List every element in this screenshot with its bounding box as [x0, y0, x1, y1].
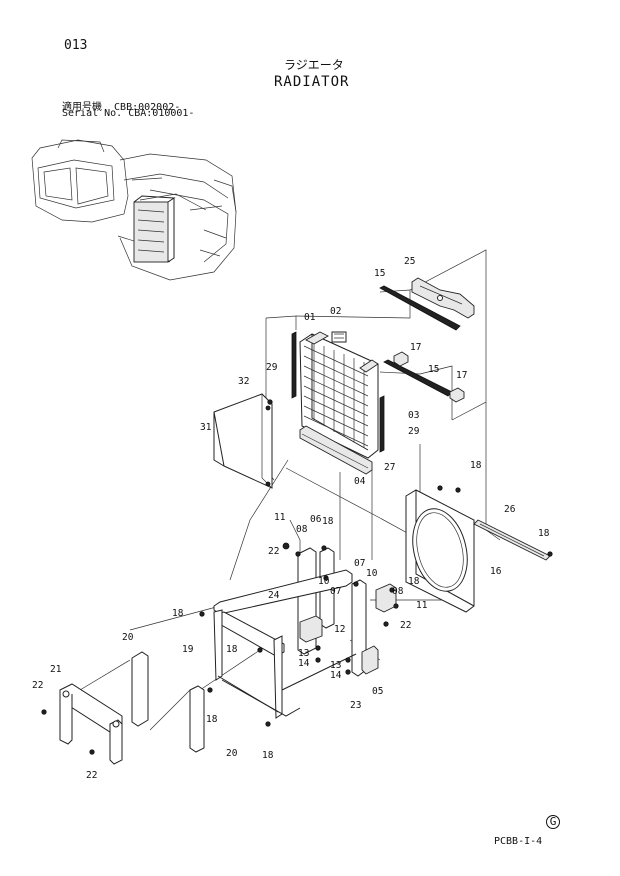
callout-05: 05	[372, 686, 383, 697]
side-cover-part-20-lower	[189, 685, 205, 753]
lower-seal-part-04	[299, 425, 373, 475]
cushion-part-17	[393, 351, 465, 403]
callout-22d: 22	[86, 770, 97, 781]
callout-10b: 10	[366, 568, 378, 579]
callout-01: 01	[304, 312, 316, 323]
callout-22b: 22	[400, 620, 411, 631]
cap-part-02	[331, 331, 347, 343]
serial-line-a: 適用号機 CBB:002002-	[62, 102, 181, 113]
callout-24: 24	[268, 590, 280, 601]
serial-line-b: Serial No. CBA:010001-	[62, 108, 195, 119]
callout-18e: 18	[172, 608, 184, 619]
callout-18f: 18	[226, 644, 238, 655]
callout-02: 02	[330, 306, 341, 317]
callout-11b: 11	[416, 600, 428, 611]
callout-07a: 07	[354, 558, 365, 569]
callout-18h: 18	[262, 750, 274, 761]
callout-18b: 18	[322, 516, 334, 527]
callout-14b: 14	[330, 670, 342, 681]
callout-29b: 29	[408, 426, 420, 437]
machine-location-thumbnail	[31, 139, 237, 281]
callout-17a: 17	[410, 342, 421, 353]
callout-07b: 07	[330, 586, 341, 597]
revision-symbol: G	[546, 815, 560, 829]
upper-bracket-part-25	[411, 277, 475, 319]
callout-29a: 29	[266, 362, 278, 373]
callout-numbers: 01 02 03 04 05 06 07 07 08 08 10 10 11 1…	[32, 256, 550, 781]
callout-14a: 14	[298, 658, 310, 669]
callout-10a: 10	[318, 576, 330, 587]
title-japanese: ラジエータ	[284, 58, 344, 72]
callout-13a: 13	[298, 648, 309, 659]
callout-13b: 13	[330, 660, 341, 671]
seal-part-26	[473, 519, 551, 561]
bracket-part-21	[59, 683, 123, 765]
callout-25: 25	[404, 256, 415, 267]
callout-15a: 15	[374, 268, 385, 279]
callout-17b: 17	[456, 370, 467, 381]
page-number: 013	[64, 38, 88, 53]
callout-04: 04	[354, 476, 366, 487]
callout-31: 31	[200, 422, 212, 433]
callout-23: 23	[350, 700, 361, 711]
side-strip-part-29	[291, 331, 385, 453]
callout-18c: 18	[408, 576, 420, 587]
callout-32: 32	[238, 376, 249, 387]
callout-18a: 18	[470, 460, 482, 471]
callout-16: 16	[490, 566, 502, 577]
callout-18d: 18	[538, 528, 550, 539]
callout-22a: 22	[268, 546, 279, 557]
callout-08b: 08	[392, 586, 404, 597]
callout-27: 27	[384, 462, 395, 473]
callout-15b: 15	[428, 364, 439, 375]
callout-22c: 22	[32, 680, 43, 691]
callout-03: 03	[408, 410, 419, 421]
callout-11a: 11	[274, 512, 286, 523]
side-cover-part-20-upper	[131, 651, 149, 727]
callout-12: 12	[334, 624, 345, 635]
fan-shroud-part-16	[405, 489, 475, 613]
callout-21: 21	[50, 664, 62, 675]
callout-18g: 18	[206, 714, 218, 725]
callout-20a: 20	[122, 632, 134, 643]
radiator-core-part-01	[299, 331, 379, 459]
callout-20b: 20	[226, 748, 238, 759]
side-cover-part-31	[213, 393, 273, 489]
callout-26: 26	[504, 504, 516, 515]
footer-code: PCBB-I-4	[494, 836, 543, 847]
fasteners	[41, 399, 553, 755]
callout-06: 06	[310, 514, 322, 525]
callout-19: 19	[182, 644, 194, 655]
callout-08a: 08	[296, 524, 308, 535]
title-english: RADIATOR	[274, 74, 350, 90]
